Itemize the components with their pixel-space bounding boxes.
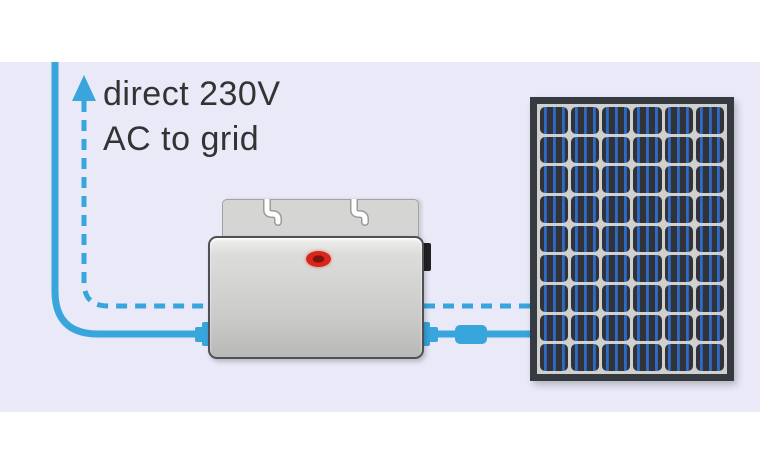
solar-cell — [664, 225, 693, 253]
solar-cell — [633, 195, 662, 223]
solar-cell — [664, 284, 693, 312]
up-arrow-icon — [72, 75, 96, 101]
annotation-line-1: direct 230V — [103, 75, 281, 113]
solar-cell — [571, 107, 600, 134]
solar-cell — [664, 166, 693, 193]
solar-cell — [633, 344, 662, 371]
solar-cell — [571, 255, 600, 282]
solar-cell — [695, 314, 724, 342]
solar-cell — [602, 107, 631, 134]
solar-cell — [571, 195, 600, 223]
keyhole-slot-left — [263, 199, 282, 226]
solar-cell — [664, 344, 693, 371]
solar-cell — [602, 284, 631, 312]
solar-cell — [664, 255, 693, 282]
solar-cell — [602, 344, 631, 371]
solar-cell — [540, 344, 569, 371]
solar-cell — [540, 166, 569, 193]
solar-cell — [571, 284, 600, 312]
dc-cable-coupler — [455, 325, 487, 344]
solar-cell — [540, 255, 569, 282]
solar-cell — [602, 255, 631, 282]
solar-cell — [602, 136, 631, 164]
annotation-line-2: AC to grid — [103, 120, 260, 158]
solar-cell — [633, 136, 662, 164]
solar-cell — [540, 314, 569, 342]
ac-grid-cable — [51, 62, 196, 338]
solar-cell — [695, 225, 724, 253]
solar-cell — [540, 225, 569, 253]
annotation-text: direct 230V AC to grid — [103, 72, 281, 162]
solar-cell — [602, 195, 631, 223]
antenna-tab — [421, 243, 431, 271]
solar-cell — [540, 107, 569, 134]
status-led — [306, 251, 331, 267]
solar-cell — [571, 166, 600, 193]
solar-cell — [571, 136, 600, 164]
solar-cell — [540, 195, 569, 223]
solar-cell — [602, 314, 631, 342]
mounting-bracket — [222, 199, 419, 241]
solar-cell — [571, 314, 600, 342]
solar-cell — [695, 166, 724, 193]
solar-cell — [571, 344, 600, 371]
solar-cell — [695, 136, 724, 164]
solar-cell — [633, 284, 662, 312]
solar-cell — [695, 284, 724, 312]
keyhole-slots — [263, 199, 369, 226]
solar-cell — [664, 195, 693, 223]
solar-cell — [695, 195, 724, 223]
solar-cell — [633, 314, 662, 342]
solar-cell — [633, 107, 662, 134]
solar-cell — [664, 314, 693, 342]
keyhole-slot-right — [350, 199, 369, 226]
microinverter — [208, 236, 424, 359]
solar-cell — [633, 255, 662, 282]
solar-cell — [695, 107, 724, 134]
dc-connector-plug — [429, 327, 438, 342]
solar-cell — [602, 225, 631, 253]
solar-cell — [664, 136, 693, 164]
solar-cell — [571, 225, 600, 253]
ac-flow-dashed-line — [81, 101, 208, 309]
solar-cell — [664, 107, 693, 134]
solar-panel — [530, 97, 734, 381]
solar-cell-grid — [537, 104, 727, 374]
solar-cell — [540, 136, 569, 164]
solar-cell — [695, 255, 724, 282]
solar-cell — [695, 344, 724, 371]
solar-cell — [602, 166, 631, 193]
solar-cell — [633, 166, 662, 193]
ac-connector-plug — [195, 327, 204, 342]
solar-cell — [633, 225, 662, 253]
solar-cell — [540, 284, 569, 312]
